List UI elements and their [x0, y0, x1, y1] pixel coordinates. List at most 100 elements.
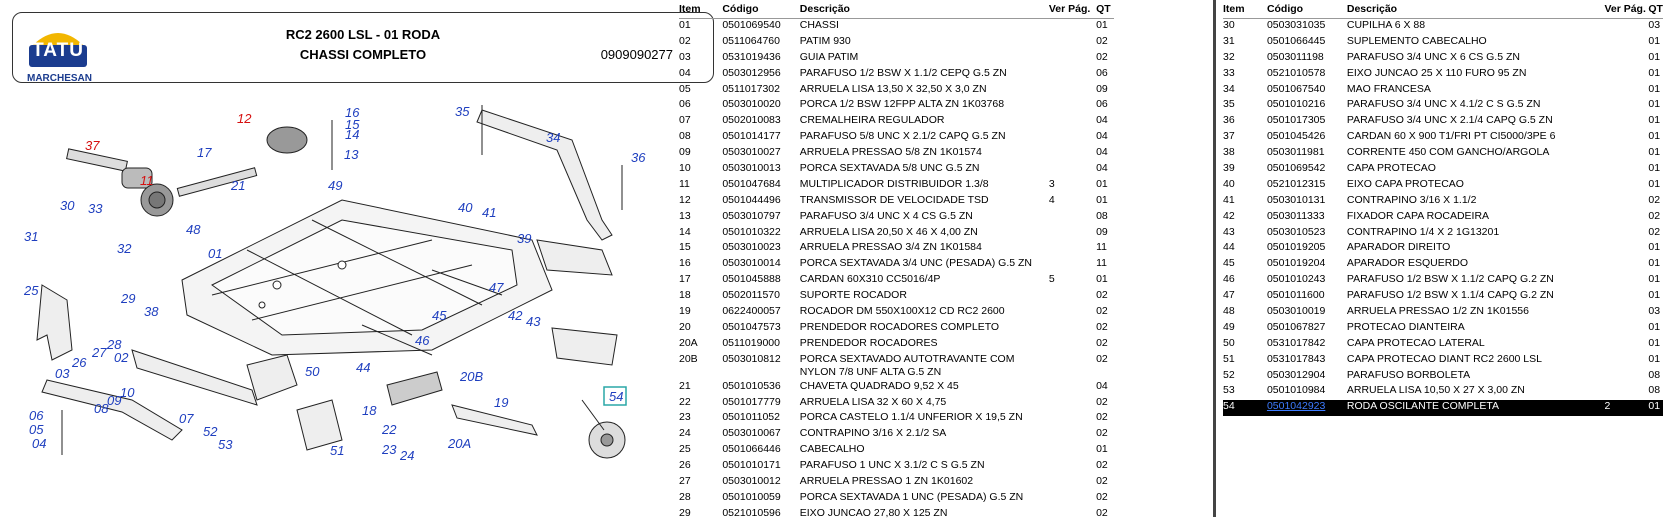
callout-label: 38: [144, 304, 159, 319]
item-cell: 05: [679, 82, 691, 95]
callout-label: 14: [345, 127, 359, 142]
description-cell: PRENDEDOR ROCADORES COMPLETO: [799, 320, 1000, 333]
code-cell: 0501045888: [722, 273, 781, 286]
document-code: 0909090277: [600, 47, 673, 62]
callout-label: 04: [32, 436, 46, 451]
callout-label: 22: [381, 422, 397, 437]
callout-label: 28: [106, 337, 122, 352]
page-cell: [1049, 411, 1096, 427]
description-cell: APARADOR ESQUERDO: [1346, 257, 1469, 270]
col-item: Item: [1223, 2, 1267, 19]
description-cell: ARRUELA LISA 10,50 X 27 X 3,00 ZN: [1346, 384, 1525, 397]
qty-cell: 02: [1096, 411, 1108, 424]
description-cell: CREMALHEIRA REGULADOR: [799, 114, 945, 127]
description-cell: CAPA PROTECAO DIANT RC2 2600 LSL: [1346, 352, 1542, 365]
qty-cell: 11: [1096, 257, 1107, 270]
table-header-row: Item Código Descrição Ver Pág. QT: [1223, 2, 1663, 19]
qty-cell: 01: [1648, 146, 1661, 159]
callout-label: 46: [415, 333, 430, 348]
qty-cell: 02: [1096, 475, 1108, 488]
page-cell: [1604, 19, 1648, 35]
code-cell: 0511064760: [722, 34, 780, 47]
qty-cell: 02: [1096, 459, 1108, 472]
qty-cell: 01: [1648, 114, 1661, 127]
qty-cell: 01: [1096, 177, 1108, 190]
description-cell: ARRUELA LISA 13,50 X 32,50 X 3,0 ZN: [799, 82, 987, 95]
page-cell: [1604, 289, 1648, 305]
item-cell: 16: [679, 257, 691, 270]
callout-label: 47: [489, 280, 504, 295]
description-cell: EIXO JUNCAO 27,80 X 125 ZN: [799, 506, 948, 519]
item-cell: 35: [1223, 98, 1235, 111]
item-cell: 20B: [679, 352, 698, 365]
qty-cell: 02: [1648, 209, 1661, 222]
code-cell: 0502011570: [722, 289, 780, 302]
code-cell: 0622400057: [722, 305, 781, 318]
qty-cell: 01: [1648, 82, 1661, 95]
code-cell: 0531019436: [722, 50, 781, 63]
table-header-row: Item Código Descrição Ver Pág. QT: [679, 2, 1114, 19]
item-cell: 26: [679, 459, 691, 472]
code-cell: 0501010536: [722, 379, 781, 392]
code-cell: 0503010020: [722, 98, 781, 111]
item-cell: 46: [1223, 273, 1235, 286]
page-cell: [1604, 369, 1648, 385]
